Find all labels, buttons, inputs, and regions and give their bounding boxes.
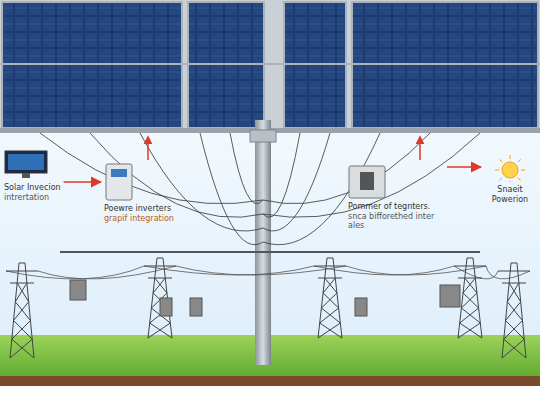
cables: [6, 133, 530, 279]
feed-arrow: [147, 137, 149, 160]
node-icon: [4, 150, 48, 180]
sun-node: Snaeit Powerion: [484, 152, 536, 204]
flow-arrow: [447, 166, 481, 168]
node-heading: Pommer of tegnters.: [348, 202, 430, 212]
pylon: [6, 263, 38, 358]
support-pole: [255, 120, 271, 365]
distribution-bar: [60, 252, 480, 316]
node-icon: [492, 152, 528, 182]
node-icon: [348, 165, 386, 199]
pylon: [144, 258, 176, 338]
node-heading: Snaeit Powerion: [484, 185, 536, 204]
inverter-node: Pommer of tegnters.snca bifforethed inte…: [348, 165, 444, 231]
node-note: snca bifforethed inter ales: [348, 212, 444, 231]
solar-panels: [0, 0, 540, 133]
node-heading: Poewre inverters: [104, 204, 171, 214]
monitor-node: Solar Invecionintrertation: [4, 150, 61, 202]
pylons: [6, 258, 530, 358]
node-icon: [104, 163, 134, 201]
feed-arrow: [419, 137, 421, 160]
node-heading: Solar Invecion: [4, 183, 61, 193]
node-note: grapif integration: [104, 214, 174, 224]
inverter-node: Poewre invertersgrapif integration: [104, 163, 174, 223]
pylon: [498, 263, 530, 358]
pylon: [314, 258, 346, 338]
node-note: intrertation: [4, 193, 49, 203]
flow-arrow: [64, 181, 101, 183]
